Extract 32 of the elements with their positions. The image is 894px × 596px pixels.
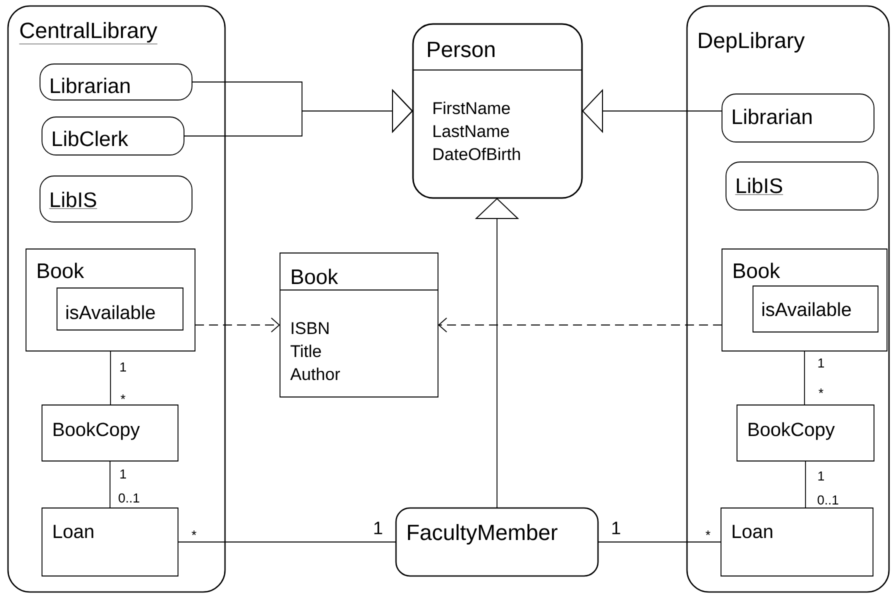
multiplicity-label: 1: [120, 362, 126, 372]
multiplicity-label: *: [818, 388, 824, 394]
object-box: Librarian: [40, 64, 192, 100]
multiplicity-label: 1: [612, 522, 620, 534]
object-box: Librarian: [722, 94, 874, 142]
multiplicity-label: 1: [374, 522, 382, 534]
attribute-box: isAvailable: [752, 286, 878, 332]
object-box: LibIS: [726, 162, 878, 210]
attribute-box: isAvailable: [56, 288, 184, 330]
multiplicity-label: 1: [818, 358, 824, 368]
dependency-arrow: [194, 318, 280, 332]
class-box: Person FirstName LastName DateOfBirth: [412, 23, 583, 199]
association-line: [805, 460, 806, 508]
object-box: LibIS: [40, 176, 192, 222]
inheritance-arrow: [184, 88, 413, 136]
class-box: Book ISBN Title Author: [280, 252, 438, 398]
class-box: BookCopy: [42, 404, 178, 462]
multiplicity-label: *: [120, 394, 126, 400]
multiplicity-label: *: [706, 530, 710, 536]
object-box: FacultyMember: [395, 507, 599, 577]
class-box: Loan: [42, 508, 178, 576]
dependency-arrow: [438, 318, 722, 332]
association-line: [110, 350, 111, 406]
multiplicity-label: 1: [818, 472, 824, 480]
association-line: [804, 350, 805, 406]
multiplicity-label: *: [192, 530, 196, 536]
multiplicity-label: 0..1: [118, 493, 140, 503]
multiplicity-label: 1: [120, 470, 126, 478]
class-box: BookCopy: [736, 404, 874, 462]
class-box: Loan: [720, 508, 874, 576]
multiplicity-label: 0..1: [818, 495, 838, 505]
object-box: LibClerk: [42, 116, 184, 156]
